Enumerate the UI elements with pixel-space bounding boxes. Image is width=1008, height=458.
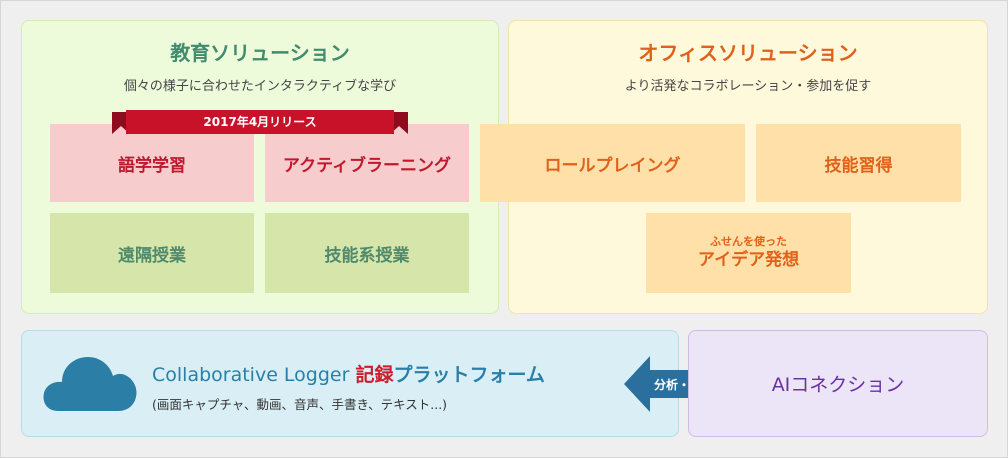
office-title: オフィスソリューション xyxy=(638,41,858,65)
tile-label: 技能系授業 xyxy=(324,245,410,266)
tile-language-learning: 語学学習 xyxy=(50,124,254,202)
logger-title-highlight: 記録 xyxy=(355,364,394,386)
tile-label: アクティブラーニング xyxy=(282,155,452,176)
logger-title-part1: Collaborative Logger xyxy=(152,364,356,386)
tile-label: 語学学習 xyxy=(118,155,186,176)
ai-label: AIコネクション xyxy=(771,374,905,396)
release-ribbon: 2017年4月リリース xyxy=(112,110,408,134)
tile-active-learning: アクティブラーニング xyxy=(265,124,469,202)
ai-panel xyxy=(688,330,988,437)
logger-subtitle: (画面キャプチャ、動画、音声、手書き、テキスト...) xyxy=(152,397,448,412)
tile-label: 遠隔授業 xyxy=(118,245,186,266)
idea-big-label: アイデア発想 xyxy=(697,250,800,270)
tile-skill-acquisition: 技能習得 xyxy=(756,124,961,202)
tile-idea-generation: ふせんを使った アイデア発想 xyxy=(646,213,851,293)
tile-label: 技能習得 xyxy=(824,155,893,176)
ribbon-shape xyxy=(112,110,408,134)
tile-remote-class: 遠隔授業 xyxy=(50,213,254,293)
logger-title: Collaborative Logger 記録プラットフォーム xyxy=(152,360,545,387)
tile-role-playing: ロールプレイング xyxy=(480,124,745,202)
logger-title-part3: プラットフォーム xyxy=(393,364,545,386)
education-subtitle: 個々の様子に合わせたインタラクティブな学び xyxy=(123,79,397,94)
education-title: 教育ソリューション xyxy=(170,41,350,65)
tile-skills-class: 技能系授業 xyxy=(265,213,469,293)
ribbon-label: 2017年4月リリース xyxy=(203,115,317,129)
cloud-icon xyxy=(43,357,137,411)
idea-small-label: ふせんを使った xyxy=(710,235,787,248)
tile-label: ロールプレイング xyxy=(544,155,681,176)
office-subtitle: より活発なコラボレーション・参加を促す xyxy=(624,79,872,94)
